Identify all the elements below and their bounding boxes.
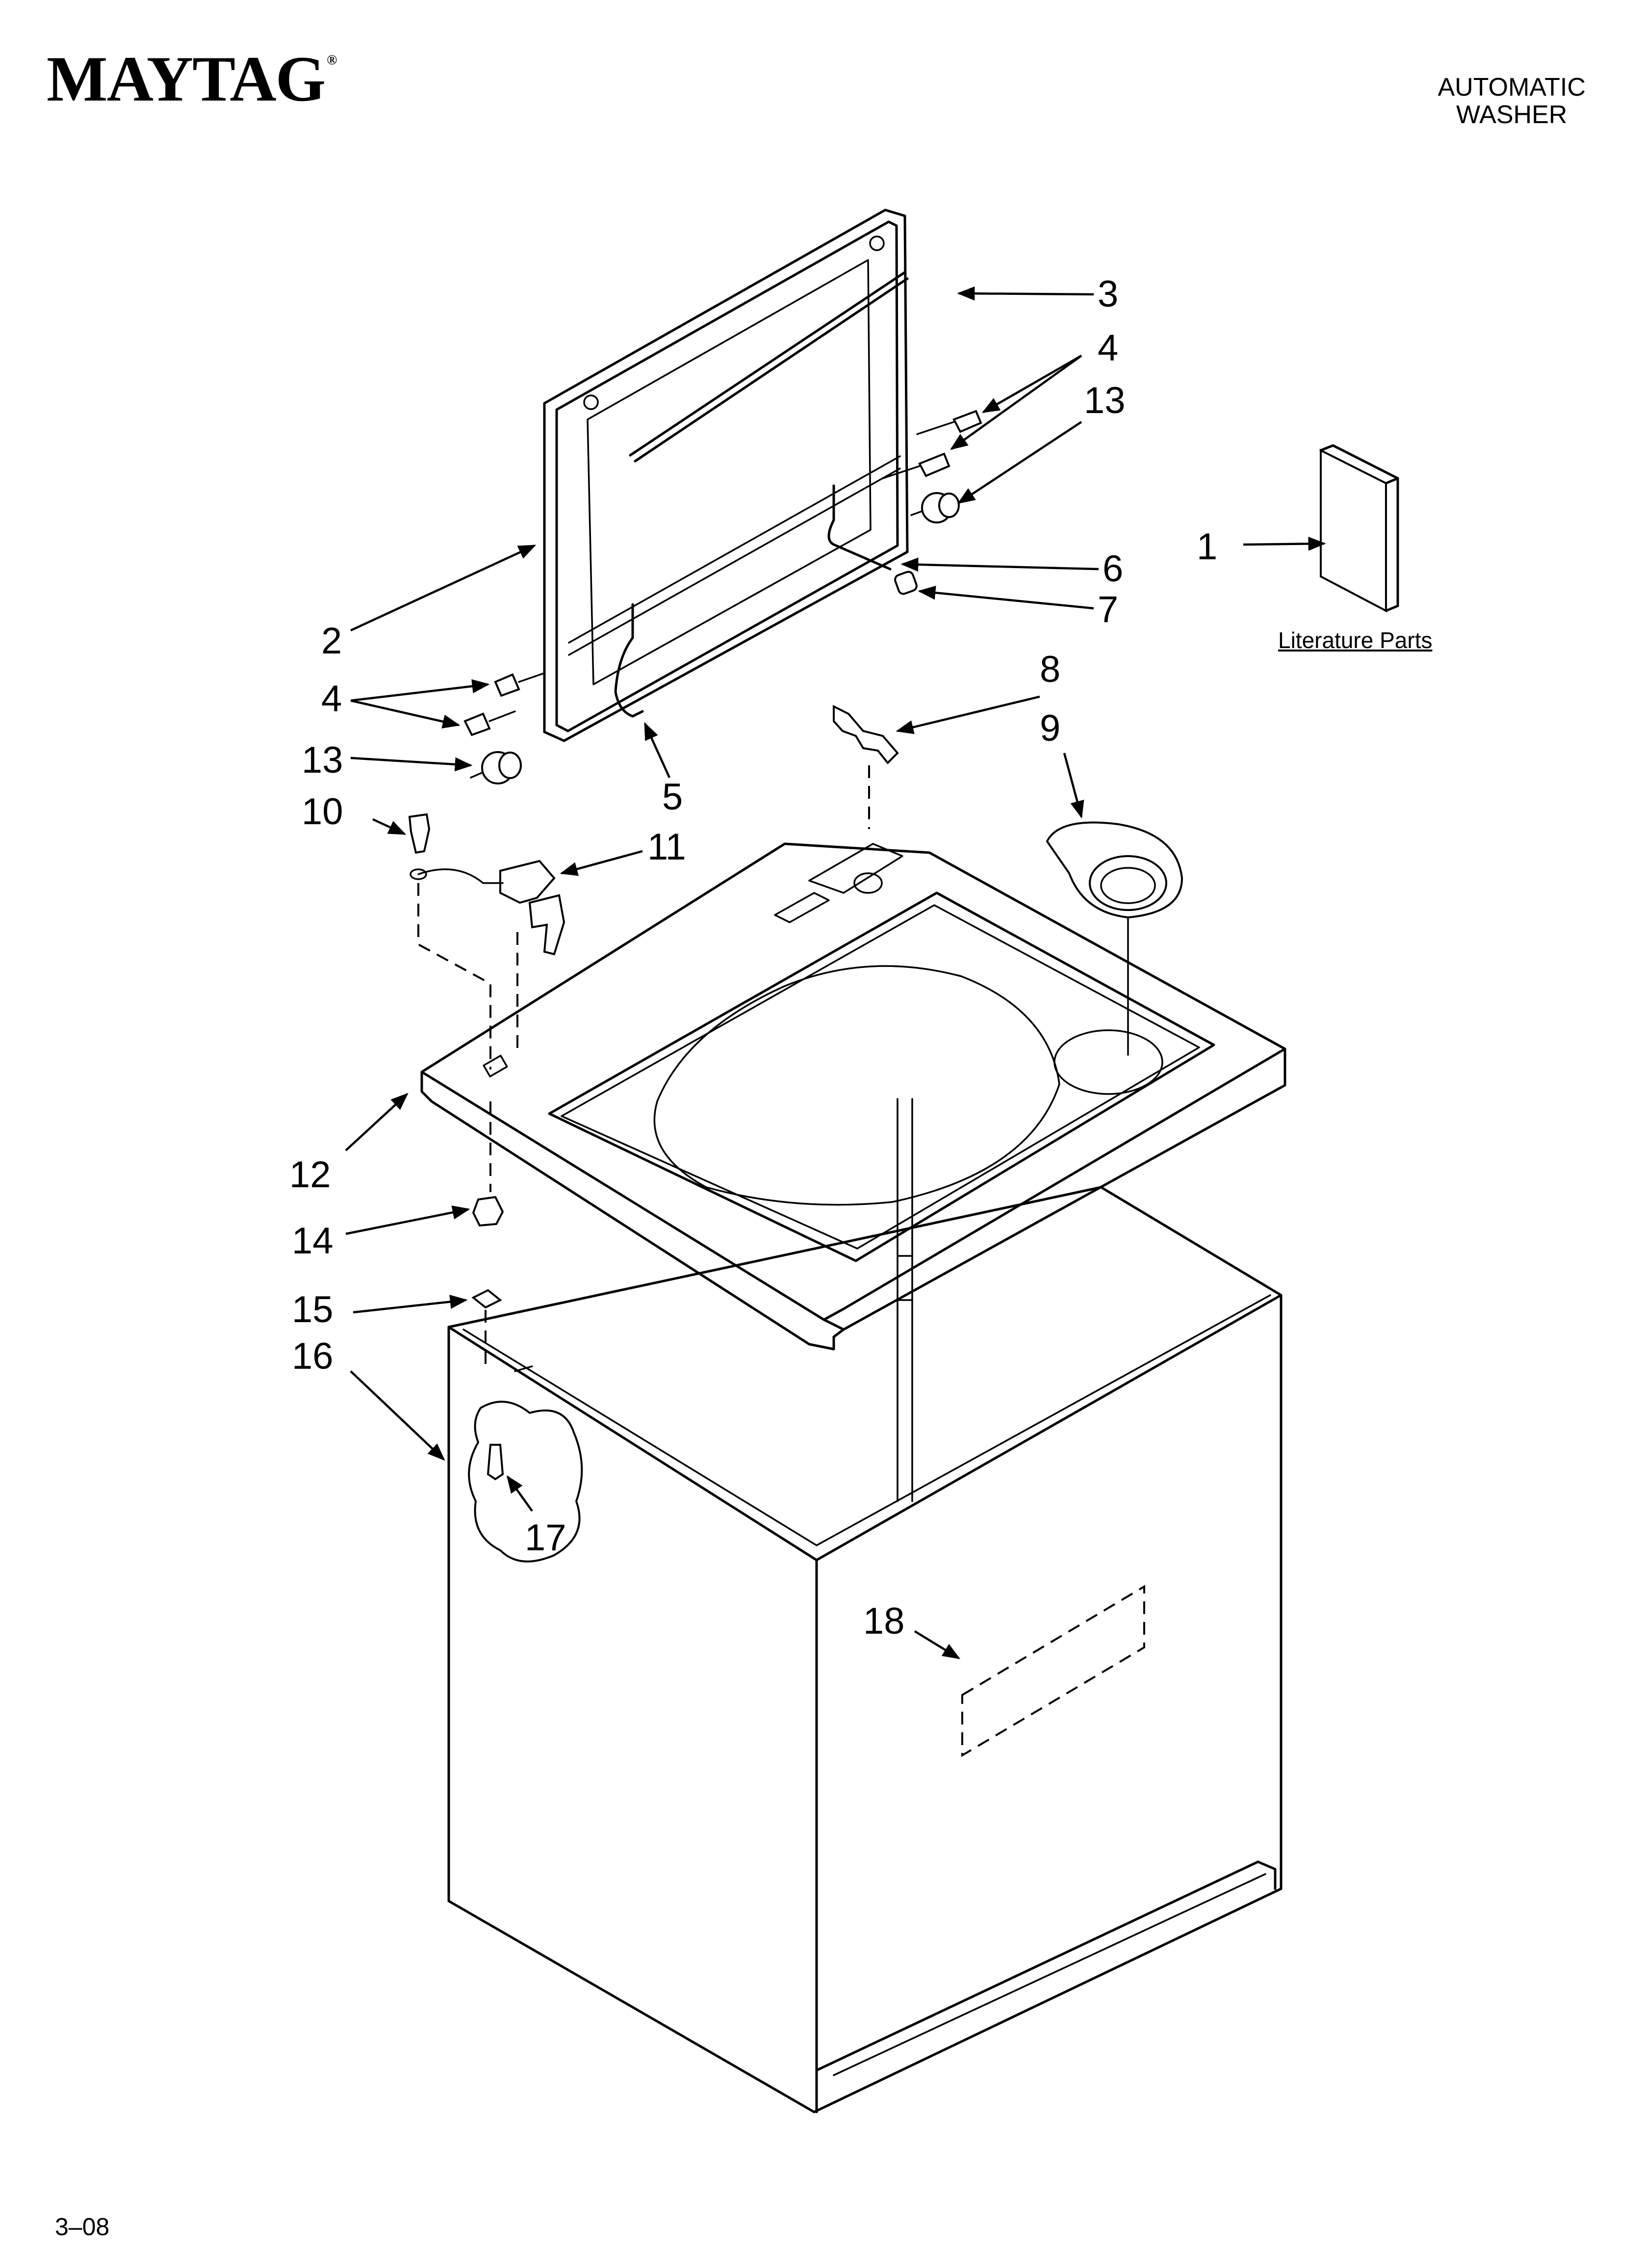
callout-8: 8: [1040, 649, 1060, 690]
subtitle-line-1: AUTOMATIC: [1437, 73, 1586, 102]
brand-name: MAYTAG: [47, 43, 326, 115]
callout-17: 17: [525, 1517, 566, 1559]
callout-11: 11: [647, 826, 686, 868]
switch-screw: [408, 813, 431, 880]
callout-15: 15: [292, 1289, 334, 1330]
bleach-dispenser: [1046, 821, 1183, 919]
screw-lower-left: [463, 672, 545, 736]
literature-parts-label: Literature Parts: [1278, 627, 1433, 653]
callout-9: 9: [1040, 707, 1060, 749]
lid-rod: [629, 271, 909, 463]
bushing: [894, 571, 918, 595]
callout-10: 10: [302, 791, 343, 833]
cabinet-clip: [471, 1289, 502, 1309]
callout-3: 3: [1098, 273, 1118, 315]
grommet-upper: [910, 492, 960, 523]
hinge-rod-left: [614, 603, 644, 718]
callout-4-lower: 4: [321, 678, 342, 720]
page-subtitle: AUTOMATIC WASHER: [1438, 74, 1586, 129]
switch-actuator: [833, 704, 899, 764]
screw-upper-right: [882, 410, 982, 479]
callout-16: 16: [292, 1335, 334, 1377]
callout-18: 18: [863, 1600, 905, 1642]
subtitle-line-2: WASHER: [1456, 101, 1567, 129]
callout-7: 7: [1098, 589, 1118, 630]
leader-lines: [345, 286, 1326, 1659]
literature-booklet: [1319, 444, 1399, 613]
callout-13-upper: 13: [1084, 380, 1126, 421]
cutaway-bolt: [468, 1401, 583, 1563]
grommet-lower: [470, 751, 522, 784]
callout-5: 5: [662, 776, 683, 818]
hidden-label-outline: [961, 1585, 1145, 1757]
callout-14: 14: [292, 1220, 334, 1262]
callout-4-upper: 4: [1098, 327, 1118, 369]
callout-1: 1: [1197, 526, 1217, 568]
top-panel: [420, 842, 1286, 1351]
registered-mark: ®: [327, 52, 337, 68]
hinge-rod-right: [827, 484, 892, 571]
hex-nut: [472, 1196, 504, 1227]
washer-lid: [543, 209, 909, 742]
page-number: 3–08: [55, 2213, 110, 2241]
lid-switch: [417, 860, 565, 956]
callout-12: 12: [289, 1154, 331, 1196]
callout-6: 6: [1103, 548, 1123, 590]
brand-logo: MAYTAG®: [47, 47, 337, 111]
washer-cabinet: [447, 1186, 1283, 2113]
callout-13-lower: 13: [302, 739, 343, 781]
callout-2: 2: [321, 620, 342, 662]
